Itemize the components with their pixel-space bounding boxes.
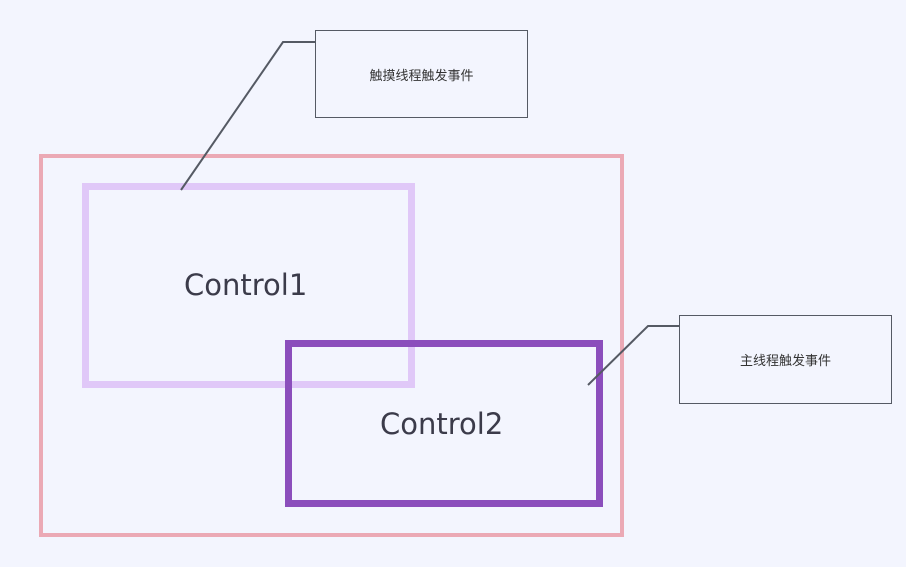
main-thread-note: 主线程触发事件 bbox=[679, 315, 892, 404]
main-thread-note-text: 主线程触发事件 bbox=[739, 354, 831, 369]
control1-label: Control1 bbox=[184, 268, 308, 302]
control2-box bbox=[285, 340, 603, 507]
touch-thread-note-text: 触摸线程触发事件 bbox=[369, 68, 474, 84]
control2-label: Control2 bbox=[380, 407, 504, 441]
touch-thread-note: 触摸线程触发事件 bbox=[315, 30, 528, 118]
